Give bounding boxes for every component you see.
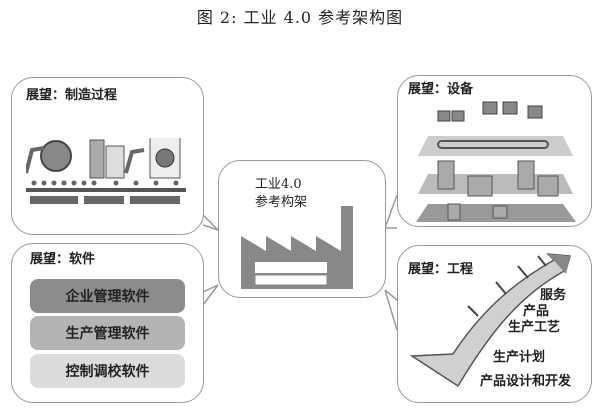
panel-label: 展望：软件 — [30, 252, 96, 267]
figure-title: 图 2: 工业 4.0 参考架构图 — [196, 8, 404, 27]
device-layers-illustration — [416, 101, 576, 222]
step-planning: 生产计划 — [493, 350, 546, 365]
panel-center: 工业4.0 参考构架 — [218, 160, 386, 298]
software-layer-enterprise: 企业管理软件 — [30, 279, 185, 313]
step-design: 产品设计和开发 — [480, 374, 572, 389]
panel-manufacturing: 展望：制造过程 — [11, 77, 204, 235]
center-title-line1: 工业4.0 — [255, 177, 302, 192]
software-layer-production: 生产管理软件 — [30, 316, 185, 350]
panel-engineering: 展望：工程 服务 产品 生产工艺 生产计划 产品设计和开发 — [397, 245, 592, 403]
software-layer-control: 控制调校软件 — [30, 354, 185, 388]
panel-label: 展望：工程 — [408, 262, 474, 277]
center-title-line2: 参考构架 — [255, 195, 308, 210]
panel-devices: 展望：设备 — [397, 75, 592, 227]
production-line-illustration — [26, 138, 186, 204]
panel-software: 展望：软件 企业管理软件 生产管理软件 控制调校软件 — [11, 243, 204, 403]
panel-label: 展望：设备 — [408, 82, 474, 97]
engineering-arrow — [409, 253, 571, 388]
step-product: 产品 — [523, 304, 550, 319]
panel-label: 展望：制造过程 — [26, 88, 118, 103]
factory-icon — [241, 206, 353, 289]
step-process: 生产工艺 — [508, 320, 561, 335]
step-service: 服务 — [540, 288, 567, 303]
